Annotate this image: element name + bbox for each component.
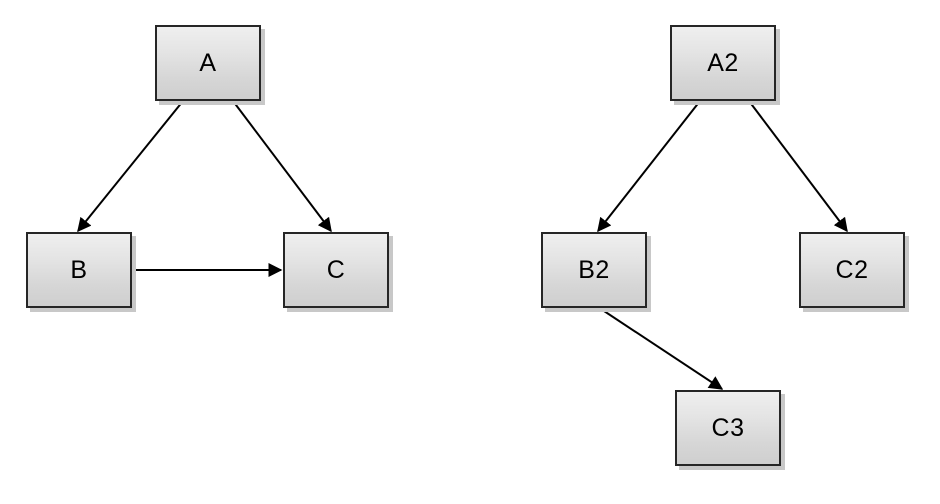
edge-a-to-c [232, 100, 332, 233]
node-label-b2: B2 [578, 255, 610, 284]
edges-group [77, 100, 848, 390]
node-label-a: A [199, 48, 217, 77]
edge-a2-to-b2 [597, 100, 701, 233]
edge-a-to-b [77, 100, 184, 233]
node-c2[interactable]: C2 [799, 232, 905, 308]
edge-a2-to-c2 [748, 100, 848, 233]
node-a2[interactable]: A2 [670, 25, 776, 101]
node-label-a2: A2 [707, 48, 739, 77]
node-b2[interactable]: B2 [541, 232, 647, 308]
node-b[interactable]: B [26, 232, 132, 308]
node-a[interactable]: A [155, 25, 261, 101]
node-label-c: C [326, 255, 346, 284]
node-c[interactable]: C [283, 232, 389, 308]
node-c3[interactable]: C3 [675, 390, 781, 466]
node-label-c3: C3 [711, 413, 745, 442]
node-label-b: B [70, 255, 88, 284]
edge-b2-to-c3 [600, 308, 724, 390]
node-label-c2: C2 [835, 255, 869, 284]
